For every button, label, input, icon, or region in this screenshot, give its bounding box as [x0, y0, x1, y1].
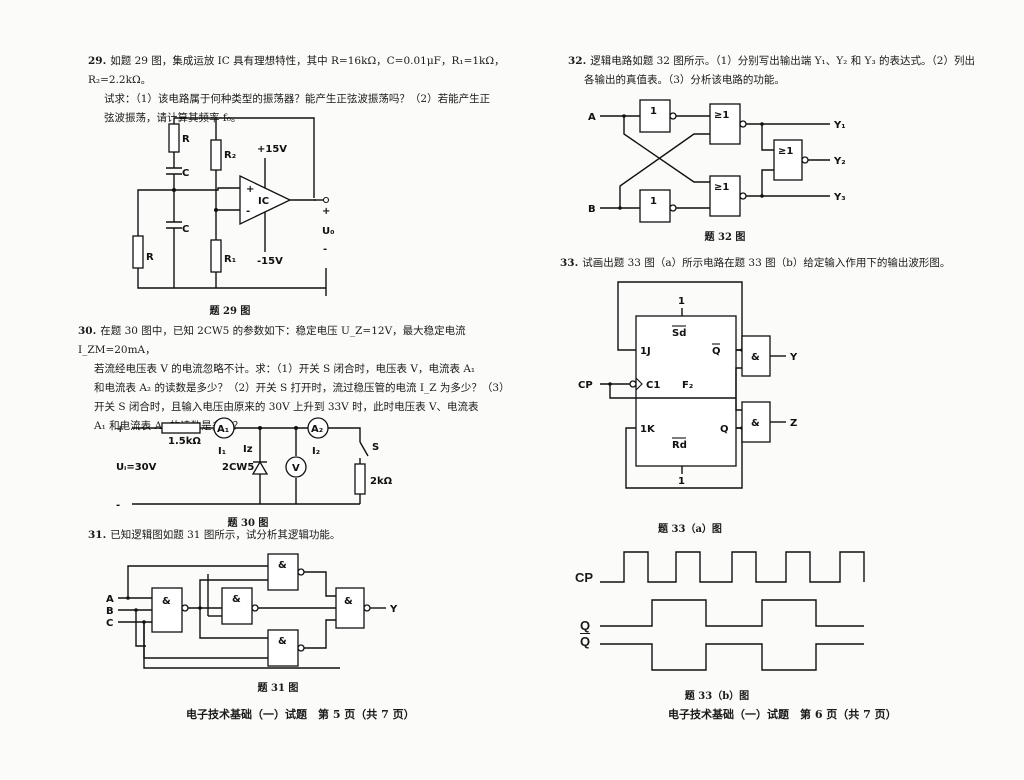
q33-and1-label: & — [751, 352, 760, 363]
q32-nor3-label: ≥1 — [778, 146, 793, 157]
q31-gate1-label: & — [162, 596, 171, 607]
q33-waveforms — [600, 551, 865, 671]
q29-text: 29.如题 29 图，集成运放 IC 具有理想特性，其中 R=16kΩ，C=0.… — [88, 55, 505, 124]
q32-circuit: A B 1 1 ≥1 Y₁ ≥1 Y₃ ≥1 Y₂ — [588, 99, 846, 223]
q33-label-q: Q — [720, 424, 729, 435]
q30-caption: 题 30 图 — [227, 518, 269, 529]
q33-label-z: Z — [790, 418, 797, 429]
q29-caption: 题 29 图 — [209, 306, 251, 317]
q32-nor2-label: ≥1 — [714, 182, 729, 193]
q33-label-k: 1K — [640, 424, 656, 435]
q31-gate-out-label: & — [344, 596, 353, 607]
q33-label-qbar: Q — [712, 346, 721, 357]
q30-label-i1: I₁ — [218, 446, 226, 457]
q29-label-ic: IC — [258, 196, 269, 207]
q30-label-a2: A₂ — [311, 424, 323, 435]
q30-circuit: + 1.5kΩ A₁ I₁ A₂ I₂ Iz 2CW5 V S 2kΩ Uᵢ=3… — [116, 417, 393, 511]
q31-label-a: A — [106, 594, 114, 605]
q32-text: 32.逻辑电路如题 32 图所示。（1）分别写出输出端 Y₁、Y₂ 和 Y₃ 的… — [568, 55, 975, 86]
q30-label-minus: - — [116, 500, 120, 511]
q33-caption-b: 题 33（b）图 — [684, 691, 750, 702]
q32-nor1-label: ≥1 — [714, 110, 729, 121]
q29-label-r2: R₂ — [224, 150, 236, 161]
q32-caption: 题 32 图 — [704, 232, 746, 243]
q30-label-i2: I₂ — [312, 446, 320, 457]
q29-label-r-bot: R — [146, 252, 154, 263]
q32-not2-label: 1 — [650, 196, 657, 207]
q29-label-r1: R₁ — [224, 254, 236, 265]
q31-label-b: B — [106, 606, 114, 617]
q30-label-r1: 1.5kΩ — [168, 436, 201, 447]
q31-label-c: C — [106, 618, 113, 629]
q33-label-c1: C1 — [646, 380, 660, 391]
footer-right: 电子技术基础（一）试题 第 6 页（共 7 页） — [668, 708, 897, 721]
q31-gate-bot-label: & — [278, 636, 287, 647]
wave-label-q: Q — [580, 618, 591, 633]
q33-circuit: 1 Sd 1J Q C1 F₂ CP 1K Q Rd 1 & Y & Z — [578, 281, 798, 489]
q30-label-v: V — [292, 463, 300, 474]
q33-label-one-bot: 1 — [678, 476, 685, 487]
q29-label-c-top: C — [182, 168, 189, 179]
wave-label-qbar: Q — [580, 634, 591, 649]
q29-label-minus15: -15V — [257, 256, 283, 267]
q32-label-y3: Y₃ — [833, 192, 846, 203]
q33-label-one-top: 1 — [678, 296, 685, 307]
q29-circuit: R C C R R₂ R₁ + - IC +15V -15V + U₀ - — [132, 117, 335, 296]
q32-label-b: B — [588, 204, 596, 215]
q33-label-sd: Sd — [672, 328, 686, 339]
q31-gate-top-label: & — [278, 560, 287, 571]
q31-gate-mid-label: & — [232, 594, 241, 605]
q30-label-a1: A₁ — [217, 424, 229, 435]
q30-label-plus: + — [116, 424, 124, 435]
q31-text: 31.已知逻辑图如题 31 图所示，试分析其逻辑功能。 — [88, 529, 341, 541]
q29-label-plus15: +15V — [257, 144, 287, 155]
q29-label-out-minus: - — [323, 244, 327, 255]
footer-left: 电子技术基础（一）试题 第 5 页（共 7 页） — [186, 708, 415, 721]
q32-label-a: A — [588, 112, 596, 123]
q33-text: 33.试画出题 33 图（a）所示电路在题 33 图（b）给定输入作用下的输出波… — [560, 257, 951, 269]
q29-label-out-plus: + — [322, 206, 330, 217]
q29-label-c-bot: C — [182, 224, 189, 235]
q33-caption-a: 题 33（a）图 — [658, 524, 722, 535]
q29-label-plus: + — [246, 184, 254, 195]
q30-label-r2: 2kΩ — [370, 476, 393, 487]
q33-label-f2: F₂ — [682, 380, 693, 391]
q33-label-cp: CP — [578, 380, 593, 391]
q31-label-y: Y — [389, 604, 398, 615]
q32-not1-label: 1 — [650, 106, 657, 117]
q31-caption: 题 31 图 — [257, 683, 299, 694]
q30-label-s: S — [372, 442, 379, 453]
q33-label-y: Y — [789, 352, 798, 363]
q30-label-ui: Uᵢ=30V — [116, 462, 157, 473]
q31-circuit: A B C & & & & & Y — [106, 553, 398, 669]
wave-label-cp: CP — [575, 570, 594, 585]
q30-label-zener: 2CW5 — [222, 462, 254, 473]
q30-label-iz: Iz — [243, 444, 253, 455]
q29-label-uo: U₀ — [322, 226, 335, 237]
q33-label-j: 1J — [640, 346, 651, 357]
q32-label-y1: Y₁ — [833, 120, 846, 131]
q29-label-r-top: R — [182, 134, 190, 145]
q33-and2-label: & — [751, 418, 760, 429]
q29-label-minus: - — [246, 206, 250, 217]
q33-label-rd: Rd — [672, 440, 687, 451]
q32-label-y2: Y₂ — [833, 156, 846, 167]
